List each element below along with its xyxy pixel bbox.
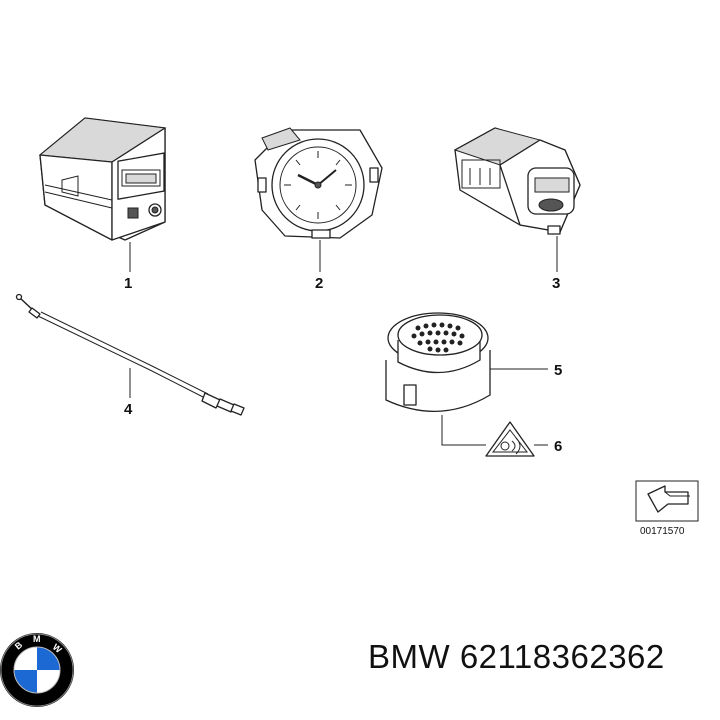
callout-6: 6 (554, 438, 562, 455)
part-6-warning-label (485, 421, 535, 457)
callout-5: 5 (554, 362, 562, 379)
svg-text:M: M (33, 634, 41, 644)
part-2-analog-clock (254, 127, 383, 239)
callout-3: 3 (552, 275, 560, 292)
callout-2: 2 (315, 275, 323, 292)
document-number: 00171570 (640, 526, 685, 537)
part-number-caption: BMW 62118362362 (368, 638, 665, 675)
part-1-display-unit (38, 117, 167, 241)
part-5-speaker (385, 312, 491, 413)
bmw-logo: B M W (0, 633, 74, 707)
part-4-cable (15, 293, 245, 416)
callout-1: 1 (124, 275, 132, 292)
svg-text:B: B (13, 639, 25, 651)
document-stamp: 00171570 (635, 480, 699, 537)
callout-4: 4 (124, 401, 133, 418)
leader-6a (441, 415, 486, 446)
part-3-display-module (453, 127, 581, 235)
